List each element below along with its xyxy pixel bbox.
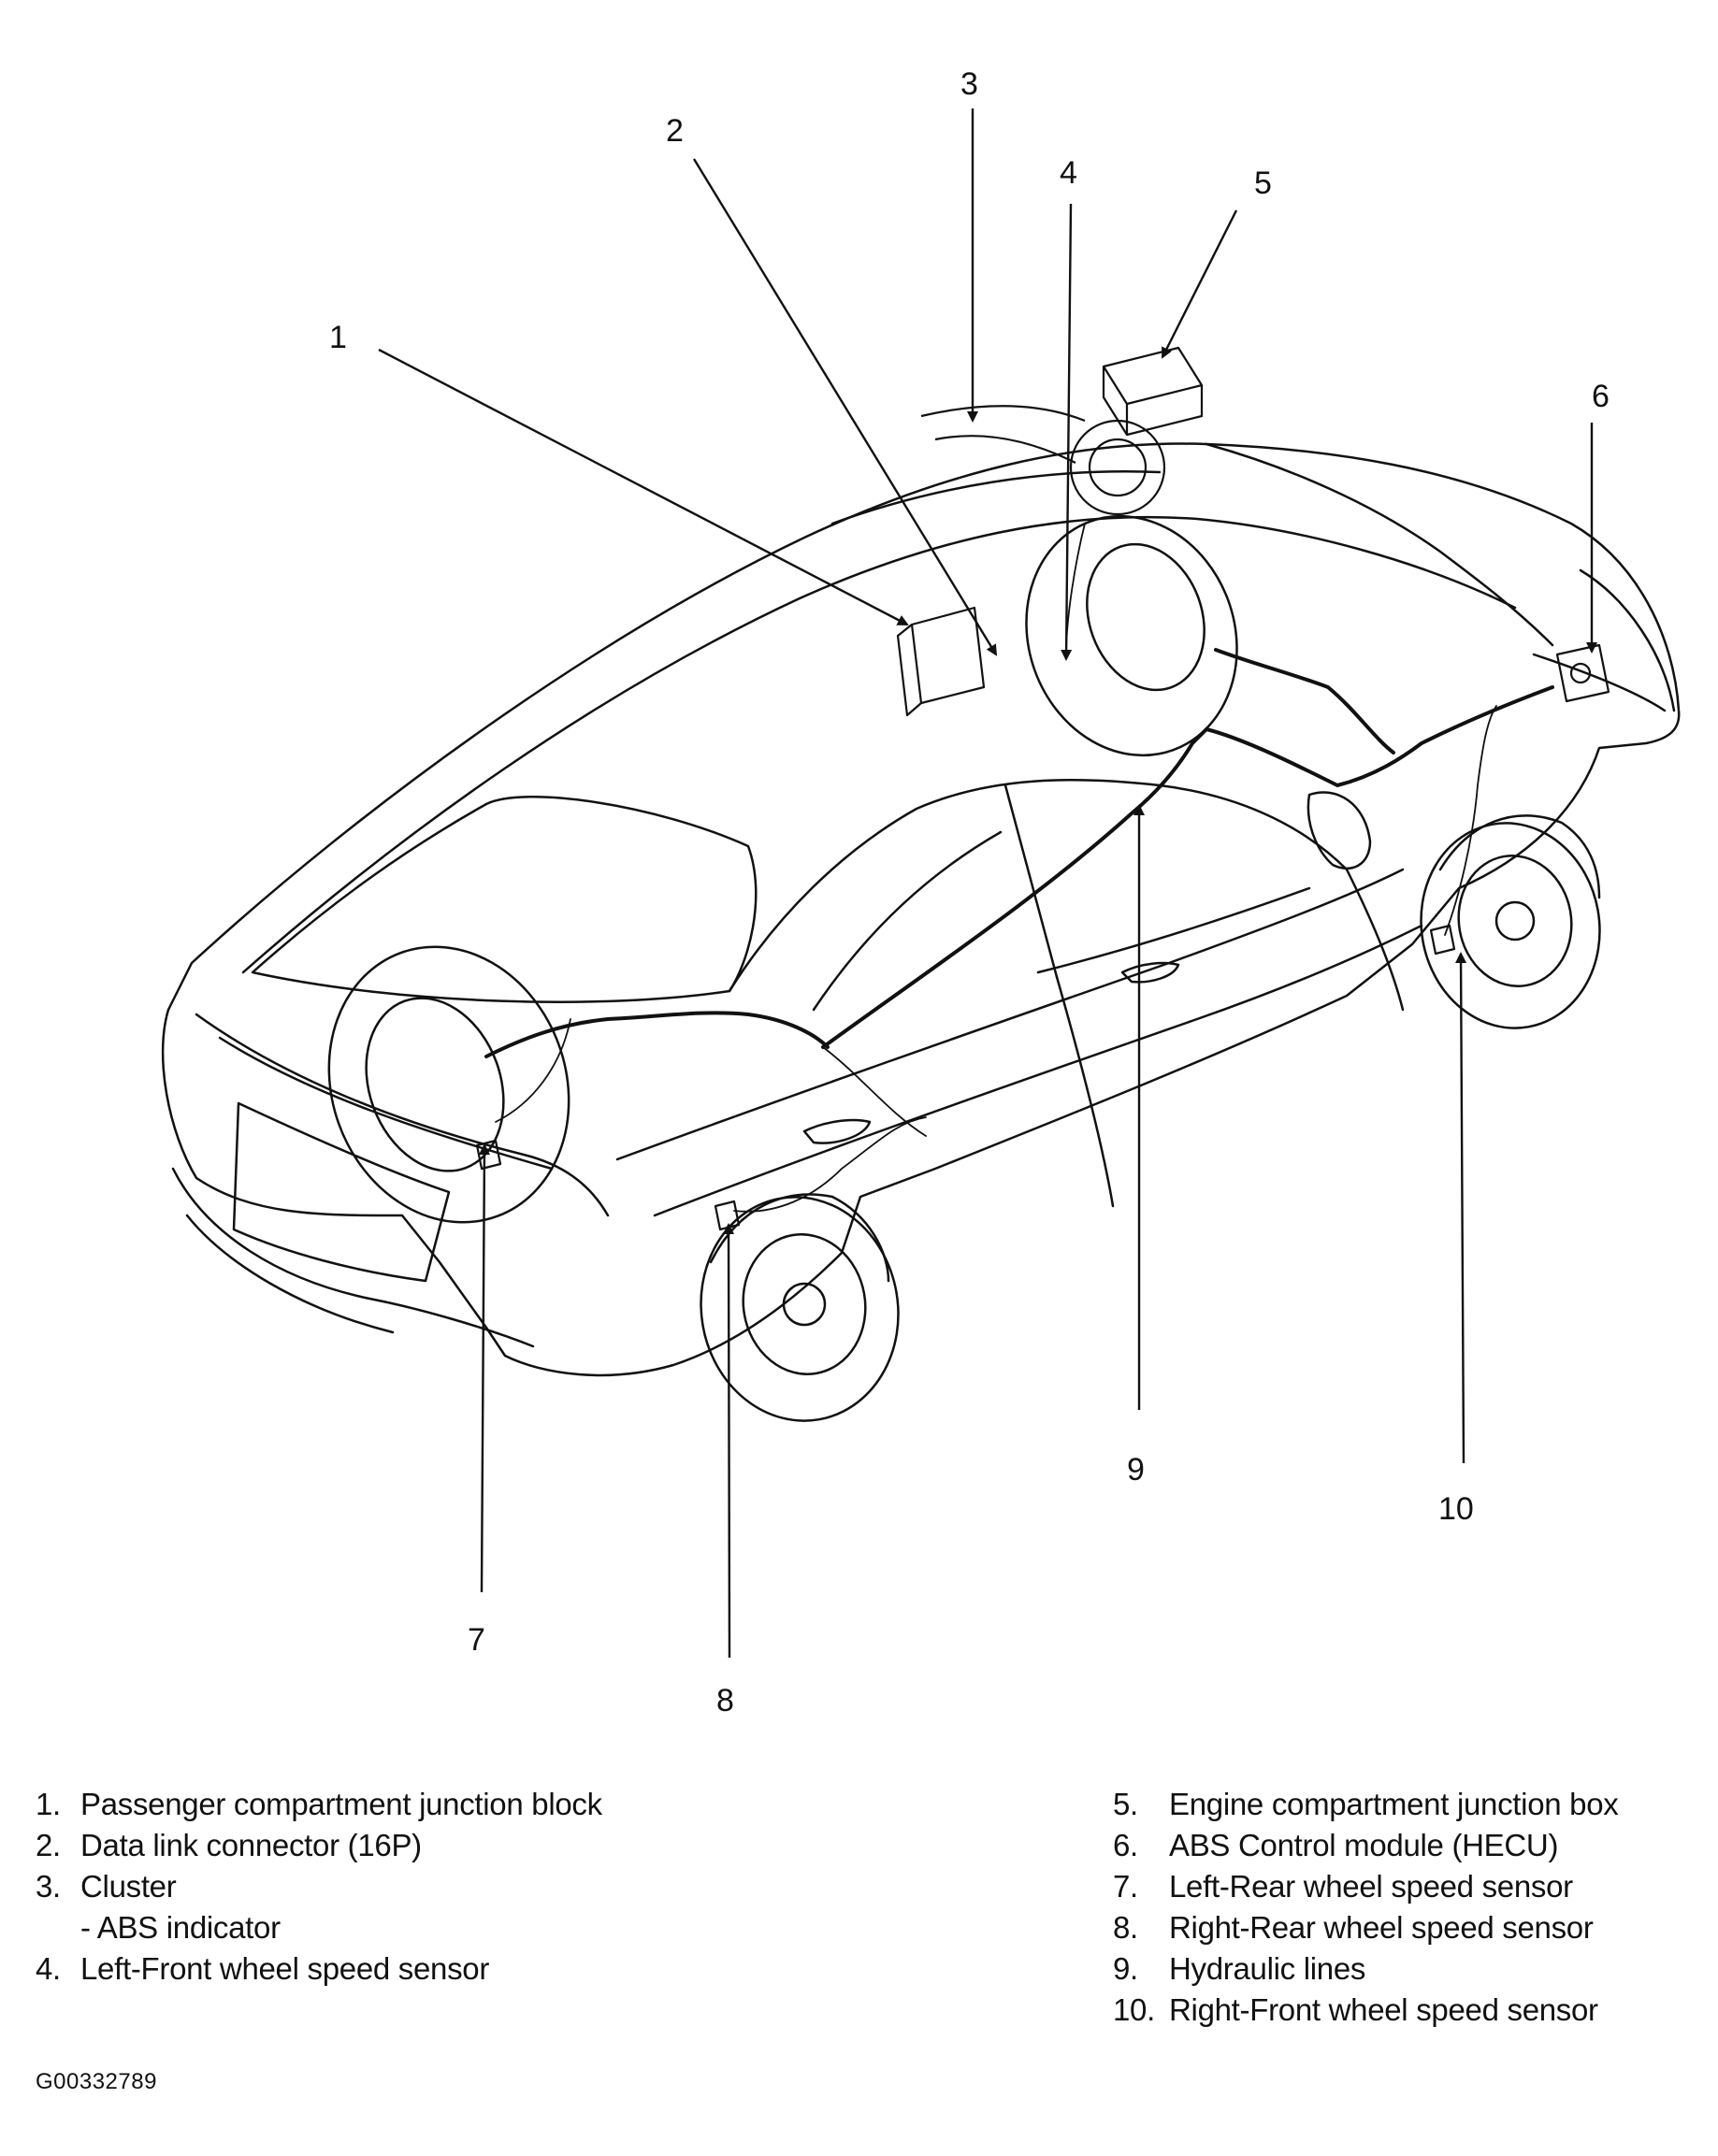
callout-leaders — [378, 108, 1597, 1659]
legend-item-1: 1. Passenger compartment junction block — [36, 1784, 746, 1825]
legend-right-column: 5. Engine compartment junction box 6. AB… — [1113, 1784, 1711, 2031]
leader-10 — [1455, 952, 1467, 1464]
legend-item-4: 4. Left-Front wheel speed sensor — [36, 1948, 746, 1990]
legend-label: Passenger compartment junction block — [80, 1787, 602, 1821]
legend-number: 3. — [36, 1869, 61, 1904]
callout-3: 3 — [960, 66, 978, 102]
callout-7: 7 — [468, 1622, 485, 1658]
legend-number: 9. — [1113, 1951, 1138, 1986]
legend-label: Right-Front wheel speed sensor — [1169, 1992, 1598, 2027]
legend-item-10: 10. Right-Front wheel speed sensor — [1113, 1990, 1711, 2031]
callout-8: 8 — [716, 1683, 734, 1718]
callout-9: 9 — [1127, 1452, 1145, 1488]
legend-left-column: 1. Passenger compartment junction block … — [36, 1784, 746, 1990]
legend-number: 8. — [1113, 1910, 1138, 1945]
callout-numbers: 1 2 3 4 5 6 7 8 9 10 — [329, 66, 1610, 1718]
vehicle-outline — [161, 442, 1681, 1422]
callout-2: 2 — [666, 113, 684, 149]
leader-5 — [1161, 209, 1238, 359]
legend-label: Left-Front wheel speed sensor — [80, 1951, 490, 1986]
legend-number: 10. — [1113, 1992, 1155, 2027]
legend-number: 5. — [1113, 1787, 1138, 1821]
legend-item-8: 8. Right-Rear wheel speed sensor — [1113, 1907, 1711, 1948]
legend-number: 7. — [1113, 1869, 1138, 1904]
legend-label: Left-Rear wheel speed sensor — [1169, 1869, 1573, 1904]
hydraulic-lines — [484, 648, 1554, 1058]
legend-label: ABS Control module (HECU) — [1169, 1828, 1559, 1862]
figure-id: G00332789 — [36, 2069, 157, 2094]
legend-label: Right-Rear wheel speed sensor — [1169, 1910, 1594, 1945]
legend-item-9: 9. Hydraulic lines — [1113, 1948, 1711, 1990]
legend-number: 1. — [36, 1787, 61, 1821]
legend-label: Cluster — [80, 1869, 177, 1904]
leader-1 — [378, 348, 909, 626]
legend-label: Hydraulic lines — [1169, 1951, 1366, 1986]
callout-10: 10 — [1438, 1491, 1474, 1527]
legend-number: 2. — [36, 1828, 61, 1862]
legend-item-6: 6. ABS Control module (HECU) — [1113, 1825, 1711, 1866]
legend-label: Data link connector (16P) — [80, 1828, 422, 1862]
legend-number: 6. — [1113, 1828, 1138, 1862]
callout-6: 6 — [1592, 379, 1610, 414]
leader-7 — [478, 1143, 490, 1593]
callout-4: 4 — [1060, 155, 1077, 191]
callout-1: 1 — [329, 320, 347, 355]
legend-number: 4. — [36, 1951, 61, 1986]
leader-4 — [1061, 203, 1073, 661]
legend-item-3: 3. Cluster — [36, 1866, 746, 1907]
legend-item-5: 5. Engine compartment junction box — [1113, 1784, 1711, 1825]
legend-item-2: 2. Data link connector (16P) — [36, 1825, 746, 1866]
legend-sublabel-3: - ABS indicator — [80, 1910, 281, 1945]
leader-2 — [692, 158, 998, 656]
legend-label: Engine compartment junction box — [1169, 1787, 1619, 1821]
callout-5: 5 — [1254, 165, 1272, 201]
vehicle-components — [475, 346, 1610, 1231]
legend-item-7: 7. Left-Rear wheel speed sensor — [1113, 1866, 1711, 1907]
abs-component-location-diagram: 1 2 3 4 5 6 7 8 9 10 — [161, 66, 1681, 1718]
